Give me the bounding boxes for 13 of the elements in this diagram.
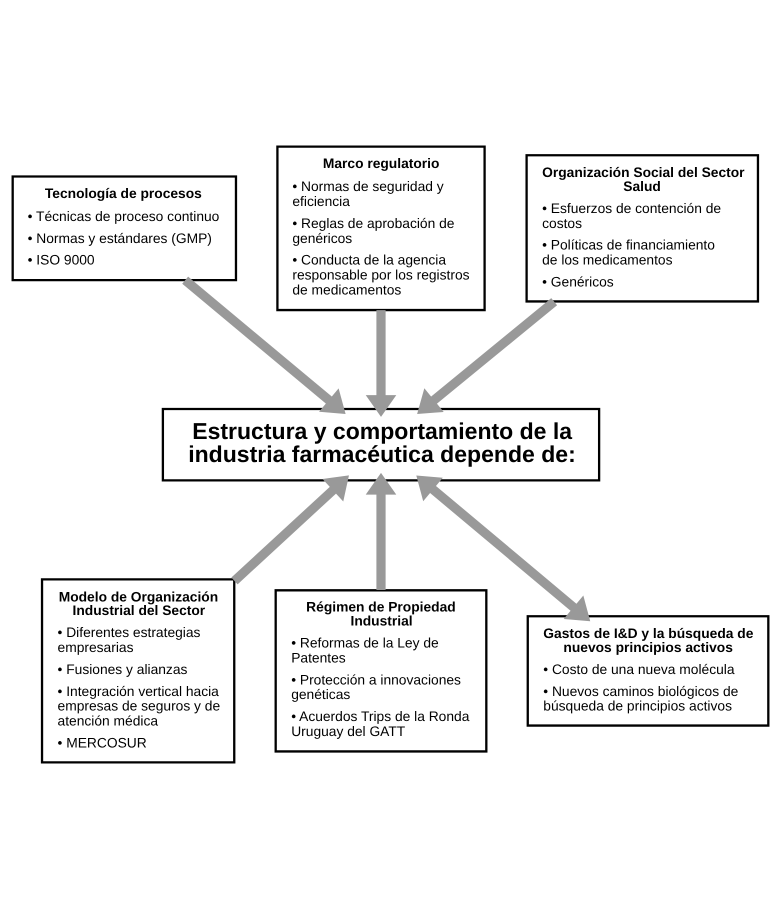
node-box: Gastos de I&D y la búsqueda de nuevos principios activos • Costo de una nueva molécula • Nuevos caminos biológicos de búsqueda de principios activos — [526, 615, 770, 727]
arrow — [366, 472, 396, 590]
arrow — [416, 475, 590, 622]
node-box: Modelo de Organización Industrial del Sector • Diferentes estrategias empresarias • Fusiones y alianzas • Integración vertical hacia empresas de seguros y de atención médica • MERCOSUR — [40, 578, 236, 764]
arrow — [366, 310, 396, 417]
arrow — [231, 475, 349, 584]
node-box: Estructura y comportamiento de la industria farmacéutica depende de: — [162, 408, 600, 482]
arrow — [417, 298, 558, 414]
node-box: Régimen de Propiedad Industrial • Reformas de la Ley de Patentes • Protección a innovaciones genéticas • Acuerdos Trips de la Ronda Uruguay del GATT — [274, 589, 488, 753]
node-box: Tecnología de procesos • Técnicas de proceso continuo • Normas y estándares (GMP) • ISO 9000 — [12, 175, 238, 282]
node-box: Marco regulatorio • Normas de seguridad y eficiencia • Reglas de aprobación de genéricos • Conducta de la agencia responsable por los registros de medicamentos — [276, 145, 486, 312]
node-box: Organización Social del Sector Salud • Esfuerzos de contención de costos • Políticas de financiamiento de los medicamentos • Genéricos — [525, 154, 760, 303]
arrow — [182, 276, 346, 414]
